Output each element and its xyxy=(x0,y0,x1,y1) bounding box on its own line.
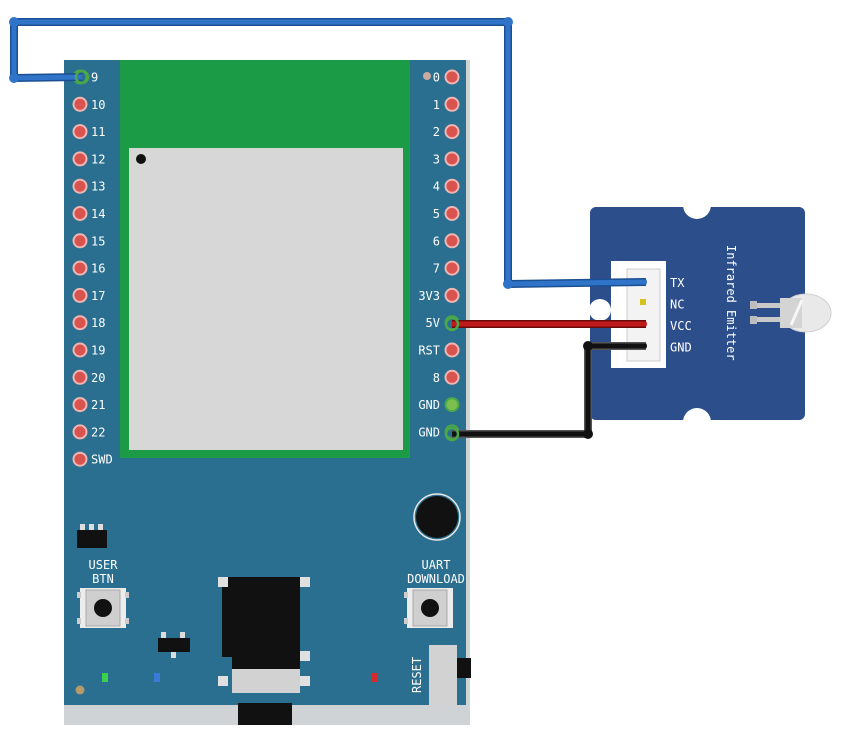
left-pin-label: 19 xyxy=(91,344,105,358)
right-pin-label: GND xyxy=(418,425,440,439)
left-pin-label: 15 xyxy=(91,234,105,248)
wire-blue-signal xyxy=(9,17,647,289)
blue-led xyxy=(154,673,160,682)
left-pin-pad xyxy=(72,287,88,303)
uart-label-line1: UART xyxy=(422,558,451,572)
ir-led xyxy=(750,293,832,333)
usb-connector xyxy=(218,577,310,725)
right-pin-pad xyxy=(444,206,460,221)
user-button[interactable] xyxy=(77,588,129,628)
right-pin-pad xyxy=(444,124,460,140)
infrared-emitter-module: TX NC VCC GND Infrared Emitter xyxy=(589,191,832,436)
right-pin-pad xyxy=(444,69,460,85)
left-pin-label: 14 xyxy=(91,207,105,221)
reset-switch[interactable] xyxy=(429,645,471,705)
module-title: Infrared Emitter xyxy=(724,245,738,361)
right-pin-pad xyxy=(444,233,460,249)
right-pin-pad xyxy=(444,287,460,303)
transistor xyxy=(158,632,190,658)
left-pin-pad xyxy=(72,451,88,467)
right-pin-label: RST xyxy=(418,344,440,358)
right-pin-label: 1 xyxy=(433,98,440,112)
right-pin-label: 0 xyxy=(433,71,440,85)
left-pin-pad xyxy=(72,424,88,440)
left-pin-pad xyxy=(72,178,88,194)
left-pin-label: 11 xyxy=(91,125,105,139)
right-pin-label: 3V3 xyxy=(418,289,440,303)
right-pin-label: 8 xyxy=(433,371,440,385)
conn-pin-nc xyxy=(640,299,646,305)
left-pin-pad xyxy=(72,124,88,140)
left-pin-label: 21 xyxy=(91,398,105,412)
right-pin-label: 5 xyxy=(433,207,440,221)
right-pin-pad xyxy=(444,397,460,413)
pingnd-wire-end xyxy=(444,426,460,442)
right-pin-label: 2 xyxy=(433,125,440,139)
right-pin-label: 5V xyxy=(426,316,440,330)
right-pin-label: 7 xyxy=(433,262,440,276)
left-pin-label: 18 xyxy=(91,316,105,330)
right-pin-pad xyxy=(444,260,460,276)
mount-hole-bottom xyxy=(683,408,711,436)
left-pin-label: SWD xyxy=(91,453,113,467)
module-pin-labels: TX NC VCC GND xyxy=(670,276,692,355)
left-pin-pad xyxy=(72,397,88,413)
mount-dot xyxy=(75,685,85,695)
left-pin-pad xyxy=(72,315,88,331)
module-pin-label: NC xyxy=(670,298,684,312)
wires xyxy=(9,17,647,439)
right-pin-pad xyxy=(444,342,460,358)
pin1-marker-dot xyxy=(136,154,146,164)
left-pin-pad xyxy=(72,151,88,167)
left-pin-label: 22 xyxy=(91,425,105,439)
red-led xyxy=(371,673,377,682)
wire-black-gnd xyxy=(452,341,646,439)
pin5v-wire-end xyxy=(444,316,460,332)
rf-shield xyxy=(129,148,403,450)
left-pin-label: 9 xyxy=(91,71,98,85)
right-pin-label: GND xyxy=(418,398,440,412)
uart-download-button[interactable] xyxy=(404,588,453,628)
module-pin-label: TX xyxy=(670,276,685,290)
right-pin-pad xyxy=(444,96,460,112)
left-pin-pad xyxy=(72,369,88,385)
right-pin-pad xyxy=(444,178,460,194)
uart-label-line2: DOWNLOAD xyxy=(407,572,465,586)
module-pin-label: GND xyxy=(670,341,692,355)
left-pin-label: 16 xyxy=(91,262,105,276)
right-pin-pad xyxy=(444,369,460,385)
right-pin-pad xyxy=(444,151,460,167)
pin9-wire-end xyxy=(74,69,90,85)
left-pin-pad xyxy=(72,96,88,112)
reset-label: RESET xyxy=(410,657,424,693)
left-pin-label: 10 xyxy=(91,98,105,112)
user-btn-label-line1: USER xyxy=(89,558,119,572)
left-pin-pad xyxy=(72,206,88,221)
right-pin-label: 3 xyxy=(433,152,440,166)
module-pin-label: VCC xyxy=(670,319,692,333)
left-pin-label: 20 xyxy=(91,371,105,385)
mount-hole-top xyxy=(683,191,711,219)
left-pin-pad xyxy=(72,233,88,249)
buzzer xyxy=(416,496,458,538)
left-pin-pad xyxy=(72,260,88,276)
left-pin-label: 13 xyxy=(91,180,105,194)
notch xyxy=(589,299,611,321)
user-btn-label-line2: BTN xyxy=(92,572,114,586)
right-pin-label: 6 xyxy=(433,234,440,248)
right-pin-label: 4 xyxy=(433,180,440,194)
pin0-marker-dot xyxy=(423,72,431,80)
left-pin-pad xyxy=(72,342,88,358)
left-pin-label: 12 xyxy=(91,152,105,166)
small-ic xyxy=(77,524,107,548)
green-led xyxy=(102,673,108,682)
left-pin-label: 17 xyxy=(91,289,105,303)
